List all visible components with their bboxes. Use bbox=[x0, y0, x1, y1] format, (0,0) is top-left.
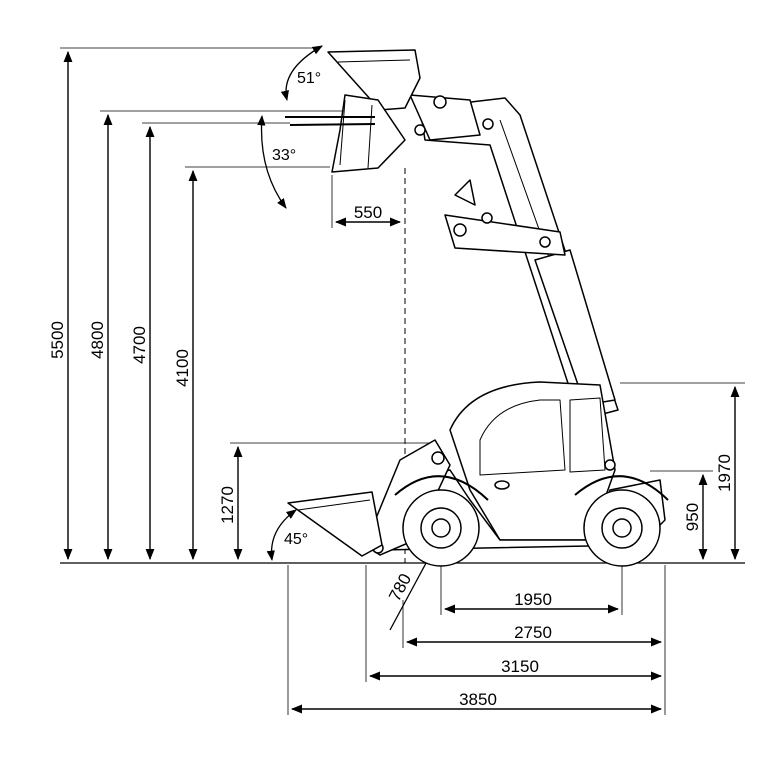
dim-dump-height: 4100 bbox=[173, 349, 192, 387]
telehandler-machine bbox=[285, 49, 669, 567]
dim-pin-height: 4800 bbox=[88, 321, 107, 359]
dim-cab-height: 1970 bbox=[715, 454, 734, 492]
dim-reach: 550 bbox=[354, 203, 382, 222]
dim-length-fork: 3150 bbox=[501, 657, 539, 676]
angle-rollback-ground: 45° bbox=[284, 531, 308, 548]
rear-wheel bbox=[583, 489, 661, 567]
mid-linkage bbox=[444, 214, 566, 256]
dim-bucket-low-height: 1270 bbox=[218, 486, 237, 524]
reach-dimension bbox=[331, 168, 406, 563]
dim-length-no-bucket: 2750 bbox=[514, 623, 552, 642]
dim-overall-length: 3850 bbox=[459, 690, 497, 709]
angle-arcs bbox=[257, 45, 323, 562]
angle-rollback-top: 51° bbox=[297, 70, 321, 87]
angle-dump-top: 33° bbox=[272, 147, 296, 164]
dim-fork-height: 4700 bbox=[130, 326, 149, 364]
upper-linkage bbox=[409, 94, 481, 141]
bucket-dumped bbox=[331, 94, 406, 173]
dim-tire-diameter: 780 bbox=[385, 570, 415, 604]
forks-raised bbox=[285, 116, 376, 126]
dim-max-height: 5500 bbox=[48, 321, 67, 359]
horizontal-dimensions bbox=[287, 560, 666, 715]
front-wheel bbox=[402, 489, 480, 567]
dim-axle-height: 950 bbox=[683, 503, 702, 531]
vertical-dimensions-left bbox=[60, 47, 430, 561]
vertical-dimensions-right bbox=[620, 382, 745, 561]
dim-wheelbase: 1950 bbox=[514, 590, 552, 609]
